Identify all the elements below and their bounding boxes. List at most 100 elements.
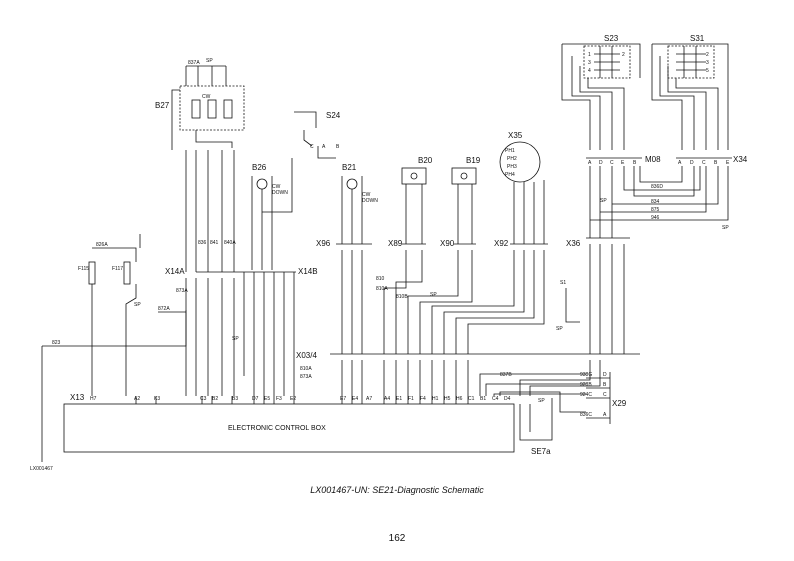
pin-b1: B1 — [480, 396, 486, 402]
sp-s1: SP — [556, 326, 563, 332]
electronic-control-box: ELECTRONIC CONTROL BOX H7 A2 K3 C3 B2 B3… — [63, 396, 515, 453]
fuse-f115: F115 826A — [78, 242, 137, 396]
s23-housing — [583, 45, 631, 79]
pin-f3: F3 — [276, 396, 282, 402]
b27-housing — [179, 85, 245, 131]
wire-828: 836D — [651, 184, 663, 190]
fuse-f117: F117 SP — [112, 234, 141, 396]
sp-mid: SP — [430, 292, 437, 298]
label-x89: X89 — [388, 239, 403, 248]
connector-se7a: SE7a — [519, 398, 553, 456]
label-x92: X92 — [494, 239, 509, 248]
pin-a4: A4 — [384, 396, 390, 402]
x34-pin-c: C — [610, 160, 614, 166]
x29-wire-938g: 938G — [580, 372, 592, 378]
sp-x35: SP — [722, 225, 729, 231]
ground-s1: S1 SP — [556, 280, 580, 332]
pin-k3: K3 — [154, 396, 160, 402]
connector-x03-4: X03/4 810A 873A SP 837B — [232, 336, 640, 396]
label-x96: X96 — [316, 239, 331, 248]
x29-wire-836c: 836C — [580, 412, 592, 418]
m08-ph1: PH1 — [505, 148, 515, 154]
f115-body — [88, 261, 96, 285]
wire-873a: 873A — [176, 288, 188, 294]
x29-pin-b: B — [603, 382, 607, 388]
x35-pin-e: E — [726, 160, 730, 166]
s23-pin-2: 2 — [622, 52, 625, 58]
pin-f4: F4 — [420, 396, 426, 402]
pin-c3: C3 — [200, 396, 207, 402]
x35-pin-d: D — [690, 160, 694, 166]
b27-element-2 — [207, 99, 217, 119]
b26-symbol — [256, 178, 268, 190]
m08-symbol — [499, 141, 541, 183]
label-x36: X36 — [566, 239, 581, 248]
b21-down: DOWN — [362, 198, 378, 204]
x34-x35-lower-harness: 836D 834 875 946 SP SP — [589, 166, 729, 238]
pin-d4: D4 — [504, 396, 511, 402]
f117-body — [123, 261, 131, 285]
wire-826c: 834 — [651, 199, 660, 205]
pin-d7: D7 — [252, 396, 259, 402]
pin-a2: A2 — [134, 396, 140, 402]
s23-pin-1: 1 — [588, 52, 591, 58]
wire-873a-lower: 873A — [300, 374, 312, 380]
s24-pin-b: B — [336, 144, 340, 150]
figure-caption: LX001467-UN: SE21-Diagnostic Schematic — [310, 485, 484, 495]
b26-down: DOWN — [272, 190, 288, 196]
x34-pin-a: A — [588, 160, 592, 166]
b27-cw: CW — [202, 94, 211, 100]
b20-symbol — [410, 172, 418, 180]
x29-wire-924c: 924C — [580, 392, 592, 398]
x35-pin-a: A — [678, 160, 682, 166]
connector-x29: X29 938G 928B 924C 836C D B C A SP — [479, 372, 627, 424]
control-box-outline — [63, 403, 515, 453]
motor-m08: X35 PH1 PH2 PH3 PH4 — [499, 131, 545, 244]
label-x14b: X14B — [298, 267, 318, 276]
wire-846: 826A — [96, 242, 108, 248]
m08-ph3: PH3 — [507, 164, 517, 170]
sensor-b26: B26 CW DOWN — [251, 163, 288, 270]
label-x14a: X14A — [165, 267, 185, 276]
label-s23: S23 — [604, 34, 619, 43]
label-b21: B21 — [342, 163, 357, 172]
wire-874: 875 — [651, 207, 660, 213]
label-x29: X29 — [612, 399, 627, 408]
pin-b2: B2 — [212, 396, 218, 402]
sensor-b21: B21 CW DOWN — [341, 163, 378, 244]
label-b27: B27 — [155, 101, 170, 110]
s31-pin-5: 5 — [706, 68, 709, 74]
s31-housing — [667, 45, 715, 79]
s23-s31-harness — [561, 43, 729, 150]
wire-810b: 810B — [396, 294, 408, 300]
sp-f117: SP — [134, 302, 141, 308]
box-pin-stubs — [135, 396, 469, 404]
connector-x34: M08 A D C E B — [586, 155, 661, 166]
x34-pin-b: B — [633, 160, 637, 166]
label-x35: X34 — [733, 155, 748, 164]
b21-symbol — [346, 178, 358, 190]
connector-x35: X34 A D C B E — [676, 155, 748, 166]
corner-code: LX001467 — [30, 466, 53, 472]
wire-840a: 840A — [224, 240, 236, 246]
wire-829: 837B — [500, 372, 512, 378]
page-number: 162 — [388, 533, 406, 544]
x29-pin-a: A — [603, 412, 607, 418]
label-b26: B26 — [252, 163, 267, 172]
sp-b27: SP — [206, 58, 213, 64]
connector-row-right: 810 810A 810B SP — [336, 237, 630, 354]
b19-housing — [451, 167, 477, 185]
sensor-b27: B27 SP 837A CW — [155, 58, 245, 150]
label-f115: F115 — [78, 266, 89, 272]
wire-841: 841 — [210, 240, 219, 246]
pin-h7: H7 — [90, 396, 97, 402]
wire-836c: 823 — [52, 340, 61, 346]
x35-pin-b: B — [714, 160, 718, 166]
label-s31: S31 — [690, 34, 705, 43]
sensor-b19: B19 — [451, 156, 481, 244]
s31-pin-2: 2 — [706, 52, 709, 58]
switch-s23: S23 1 2 3 4 — [583, 34, 631, 79]
x29-pin-c: C — [603, 392, 607, 398]
switch-s24: S24 C A B — [262, 111, 341, 213]
pin-e4: E4 — [352, 396, 358, 402]
